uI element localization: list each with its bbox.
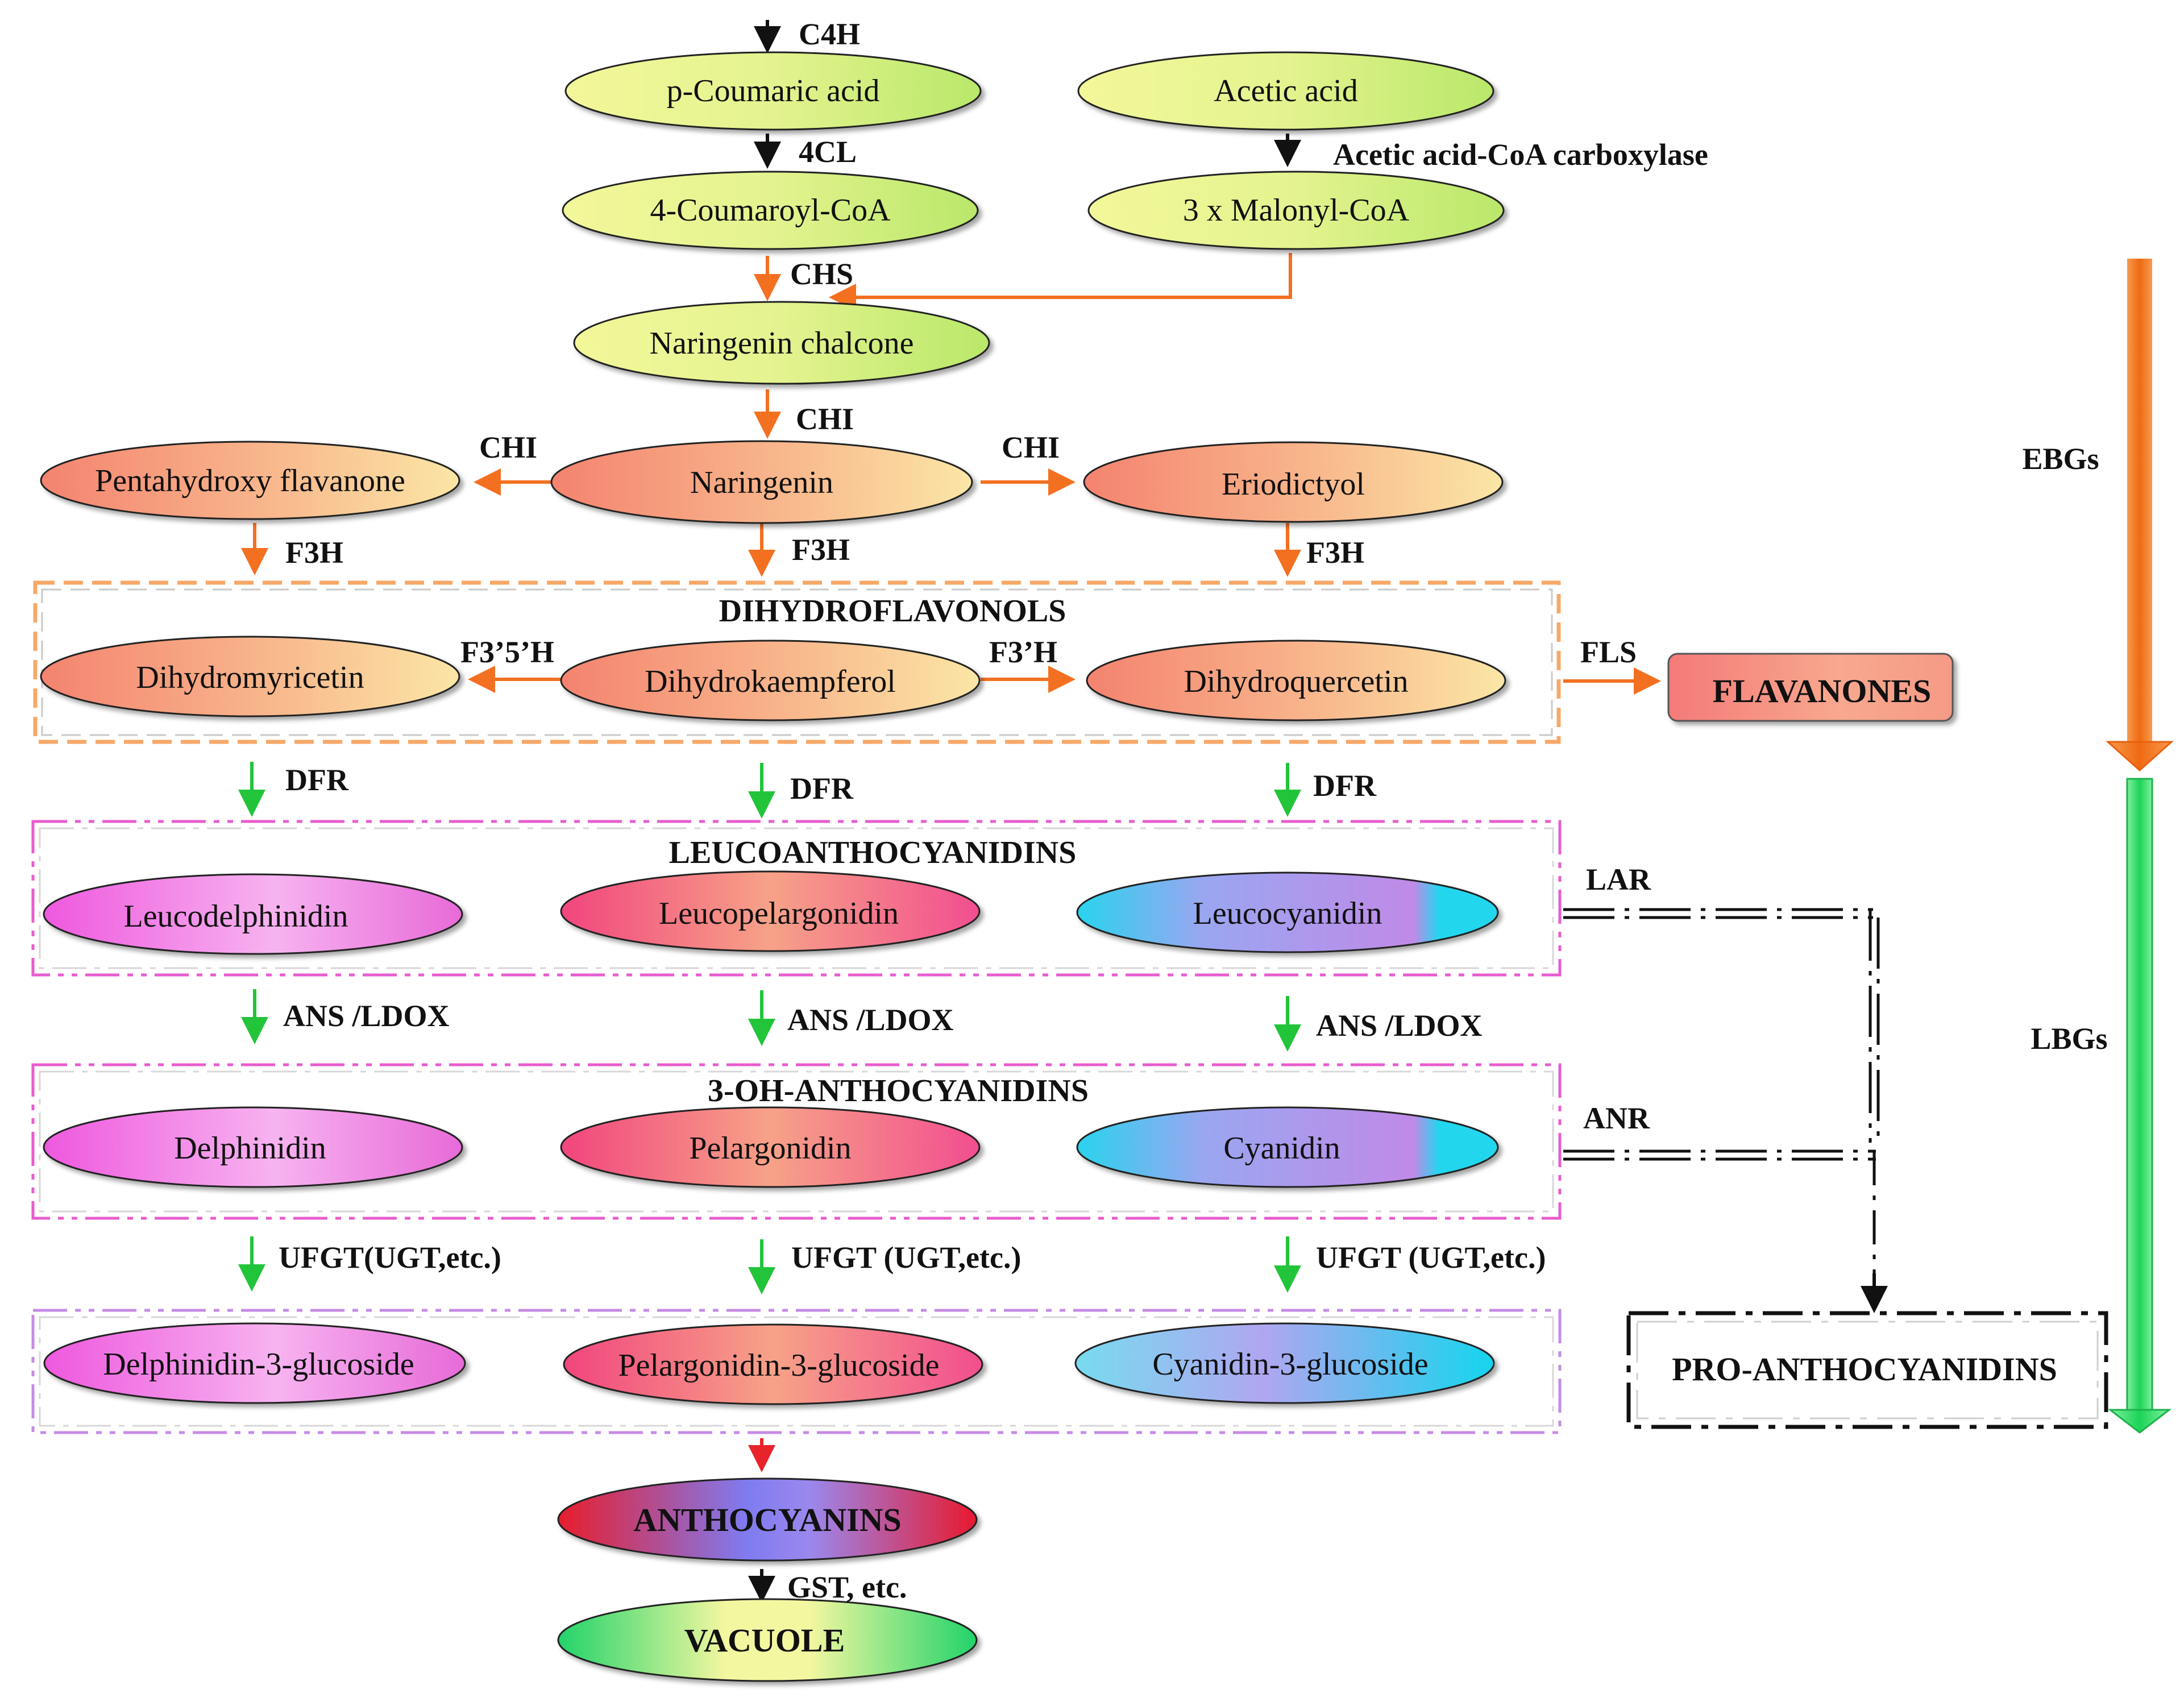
enzyme-dfr-center: DFR: [790, 771, 854, 806]
enzyme-f3-h: F3’H: [989, 635, 1057, 669]
enzyme-chs: CHS: [790, 257, 853, 291]
svg-text:Delphinidin-3-glucoside: Delphinidin-3-glucoside: [103, 1347, 414, 1382]
node-pro-anthocyanidins: PRO-ANTHOCYANIDINS: [1672, 1351, 2057, 1388]
enzyme-chi-right: CHI: [1002, 430, 1060, 464]
node-malonyl-coa: 3 x Malonyl-CoA: [1087, 171, 1505, 250]
node-cyanidin-3-glucoside: Cyanidin-3-glucoside: [1074, 1322, 1495, 1404]
svg-text:3 x Malonyl-CoA: 3 x Malonyl-CoA: [1183, 193, 1410, 228]
group-title-dihydroflavonols: DIHYDROFLAVONOLS: [719, 593, 1066, 629]
node-vacuole: VACUOLE: [557, 1598, 978, 1682]
svg-text:Pelargonidin: Pelargonidin: [689, 1131, 851, 1166]
node-leucocyanidin: Leucocyanidin: [1076, 871, 1499, 953]
pro-anthocyanidins-frame: [1626, 1311, 2108, 1429]
svg-text:Leucodelphinidin: Leucodelphinidin: [123, 899, 348, 934]
glucosides-frame: [31, 1309, 1562, 1434]
svg-text:Dihydromyricetin: Dihydromyricetin: [136, 660, 364, 695]
enzyme-f3h-left: F3H: [285, 536, 343, 570]
svg-text:4-Coumaroyl-CoA: 4-Coumaroyl-CoA: [650, 193, 891, 228]
enzyme-anr: ANR: [1583, 1101, 1650, 1135]
dihydroflavonols-frame: [33, 580, 1561, 744]
node-cyanidin: Cyanidin: [1076, 1106, 1499, 1188]
node-4-coumaroyl-coa: 4-Coumaroyl-CoA: [562, 171, 979, 250]
enzyme-chi-left: CHI: [479, 430, 537, 464]
anr-connector: [1563, 1149, 1876, 1296]
svg-text:Leucocyanidin: Leucocyanidin: [1193, 896, 1382, 931]
enzyme-ufgt-center: UFGT (UGT,etc.): [791, 1240, 1021, 1275]
node-leucopelargonidin: Leucopelargonidin: [560, 870, 981, 952]
lbgs-label: LBGs: [2031, 1022, 2107, 1056]
group-title-anthocyanidins: 3-OH-ANTHOCYANIDINS: [708, 1073, 1089, 1109]
enzyme-chi-center: CHI: [796, 402, 854, 436]
enzyme-f3h-right: F3H: [1306, 536, 1364, 570]
lar-connector: [1563, 908, 1880, 1143]
enzyme-ufgt-left: UFGT(UGT,etc.): [279, 1240, 501, 1275]
arrows: [238, 20, 1661, 1603]
node-leucodelphinidin: Leucodelphinidin: [43, 873, 463, 955]
enzyme-fls: FLS: [1580, 635, 1637, 669]
enzyme-c4h: C4H: [799, 17, 860, 51]
node-pelargonidin: Pelargonidin: [560, 1106, 981, 1188]
enzyme-dfr-left: DFR: [285, 763, 349, 797]
enzyme-ans-ldox-left: ANS /LDOX: [283, 999, 450, 1033]
svg-text:PRO-ANTHOCYANIDINS: PRO-ANTHOCYANIDINS: [1672, 1351, 2057, 1388]
svg-text:Eriodictyol: Eriodictyol: [1222, 467, 1365, 502]
svg-text:Pentahydroxy flavanone: Pentahydroxy flavanone: [95, 463, 405, 499]
svg-text:VACUOLE: VACUOLE: [684, 1622, 845, 1659]
svg-text:Acetic acid: Acetic acid: [1214, 73, 1357, 109]
enzyme-dfr-right: DFR: [1313, 769, 1377, 803]
enzyme-f3h-center: F3H: [792, 533, 850, 567]
ebgs-bar: [2106, 259, 2174, 772]
node-pelargonidin-3-glucoside: Pelargonidin-3-glucoside: [563, 1323, 983, 1405]
enzyme-lar: LAR: [1586, 862, 1651, 896]
svg-text:Leucopelargonidin: Leucopelargonidin: [659, 896, 899, 931]
node-eriodictyol: Eriodictyol: [1083, 441, 1504, 523]
svg-text:Delphinidin: Delphinidin: [174, 1131, 326, 1166]
svg-text:Dihydroquercetin: Dihydroquercetin: [1184, 664, 1409, 699]
enzyme-ans-ldox-center: ANS /LDOX: [787, 1003, 954, 1037]
enzyme-4cl: 4CL: [799, 135, 857, 169]
svg-text:Naringenin: Naringenin: [690, 465, 833, 500]
node-dihydromyricetin: Dihydromyricetin: [40, 636, 460, 717]
node-p-coumaric-acid: p-Coumaric acid: [564, 51, 982, 131]
svg-text:Dihydrokaempferol: Dihydrokaempferol: [645, 664, 896, 699]
node-naringenin: Naringenin: [550, 440, 973, 524]
node-delphinidin: Delphinidin: [43, 1106, 463, 1188]
svg-text:ANTHOCYANINS: ANTHOCYANINS: [633, 1501, 902, 1538]
node-pentahydroxy-flavanone: Pentahydroxy flavanone: [40, 441, 460, 520]
node-dihydrokaempferol: Dihydrokaempferol: [560, 640, 981, 721]
enzyme-gst: GST, etc.: [787, 1570, 907, 1604]
enzyme-ufgt-right: UFGT (UGT,etc.): [1316, 1240, 1546, 1275]
node-dihydroquercetin: Dihydroquercetin: [1086, 640, 1506, 721]
svg-text:Cyanidin-3-glucoside: Cyanidin-3-glucoside: [1152, 1347, 1428, 1382]
enzyme-f3-5-h: F3’5’H: [460, 635, 554, 669]
enzyme-ans-ldox-right: ANS /LDOX: [1316, 1008, 1483, 1043]
enzyme-acetic-acid-coa-carboxylase: Acetic acid-CoA carboxylase: [1333, 138, 1708, 172]
ebgs-label: EBGs: [2022, 442, 2099, 476]
node-anthocyanins: ANTHOCYANINS: [557, 1477, 978, 1562]
node-acetic-acid: Acetic acid: [1077, 51, 1494, 131]
node-flavanones: FLAVANONES: [1667, 653, 1954, 722]
lbgs-bar: [2107, 778, 2172, 1434]
svg-text:p-Coumaric acid: p-Coumaric acid: [667, 73, 880, 109]
anthocyanidins-frame: [31, 1063, 1562, 1220]
svg-text:Pelargonidin-3-glucoside: Pelargonidin-3-glucoside: [618, 1348, 939, 1383]
node-delphinidin-3-glucoside: Delphinidin-3-glucoside: [43, 1322, 466, 1404]
node-naringenin-chalcone: Naringenin chalcone: [573, 301, 990, 385]
svg-text:Naringenin chalcone: Naringenin chalcone: [650, 326, 914, 361]
svg-text:FLAVANONES: FLAVANONES: [1713, 673, 1932, 709]
svg-text:Cyanidin: Cyanidin: [1223, 1131, 1340, 1166]
group-title-leucoanthocyanidins: LEUCOANTHOCYANIDINS: [669, 835, 1077, 870]
leucoanthocyanidins-frame: [31, 820, 1562, 977]
